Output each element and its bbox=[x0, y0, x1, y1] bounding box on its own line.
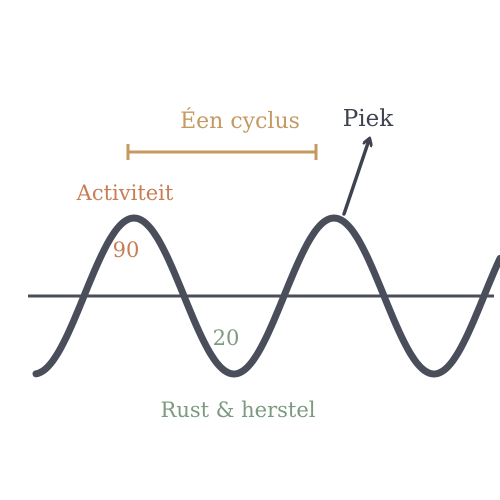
high-value-label: 90 bbox=[113, 238, 140, 262]
peak-arrow bbox=[342, 140, 369, 216]
low-value-label: 20 bbox=[213, 326, 240, 350]
cycle-bracket bbox=[126, 144, 318, 160]
activity-wave bbox=[32, 214, 500, 378]
activity-label: Activiteit bbox=[76, 181, 174, 205]
cycle-label: Éen cyclus bbox=[180, 107, 300, 134]
rest-label: Rust & herstel bbox=[161, 398, 316, 422]
peak-label: Piek bbox=[343, 106, 394, 132]
